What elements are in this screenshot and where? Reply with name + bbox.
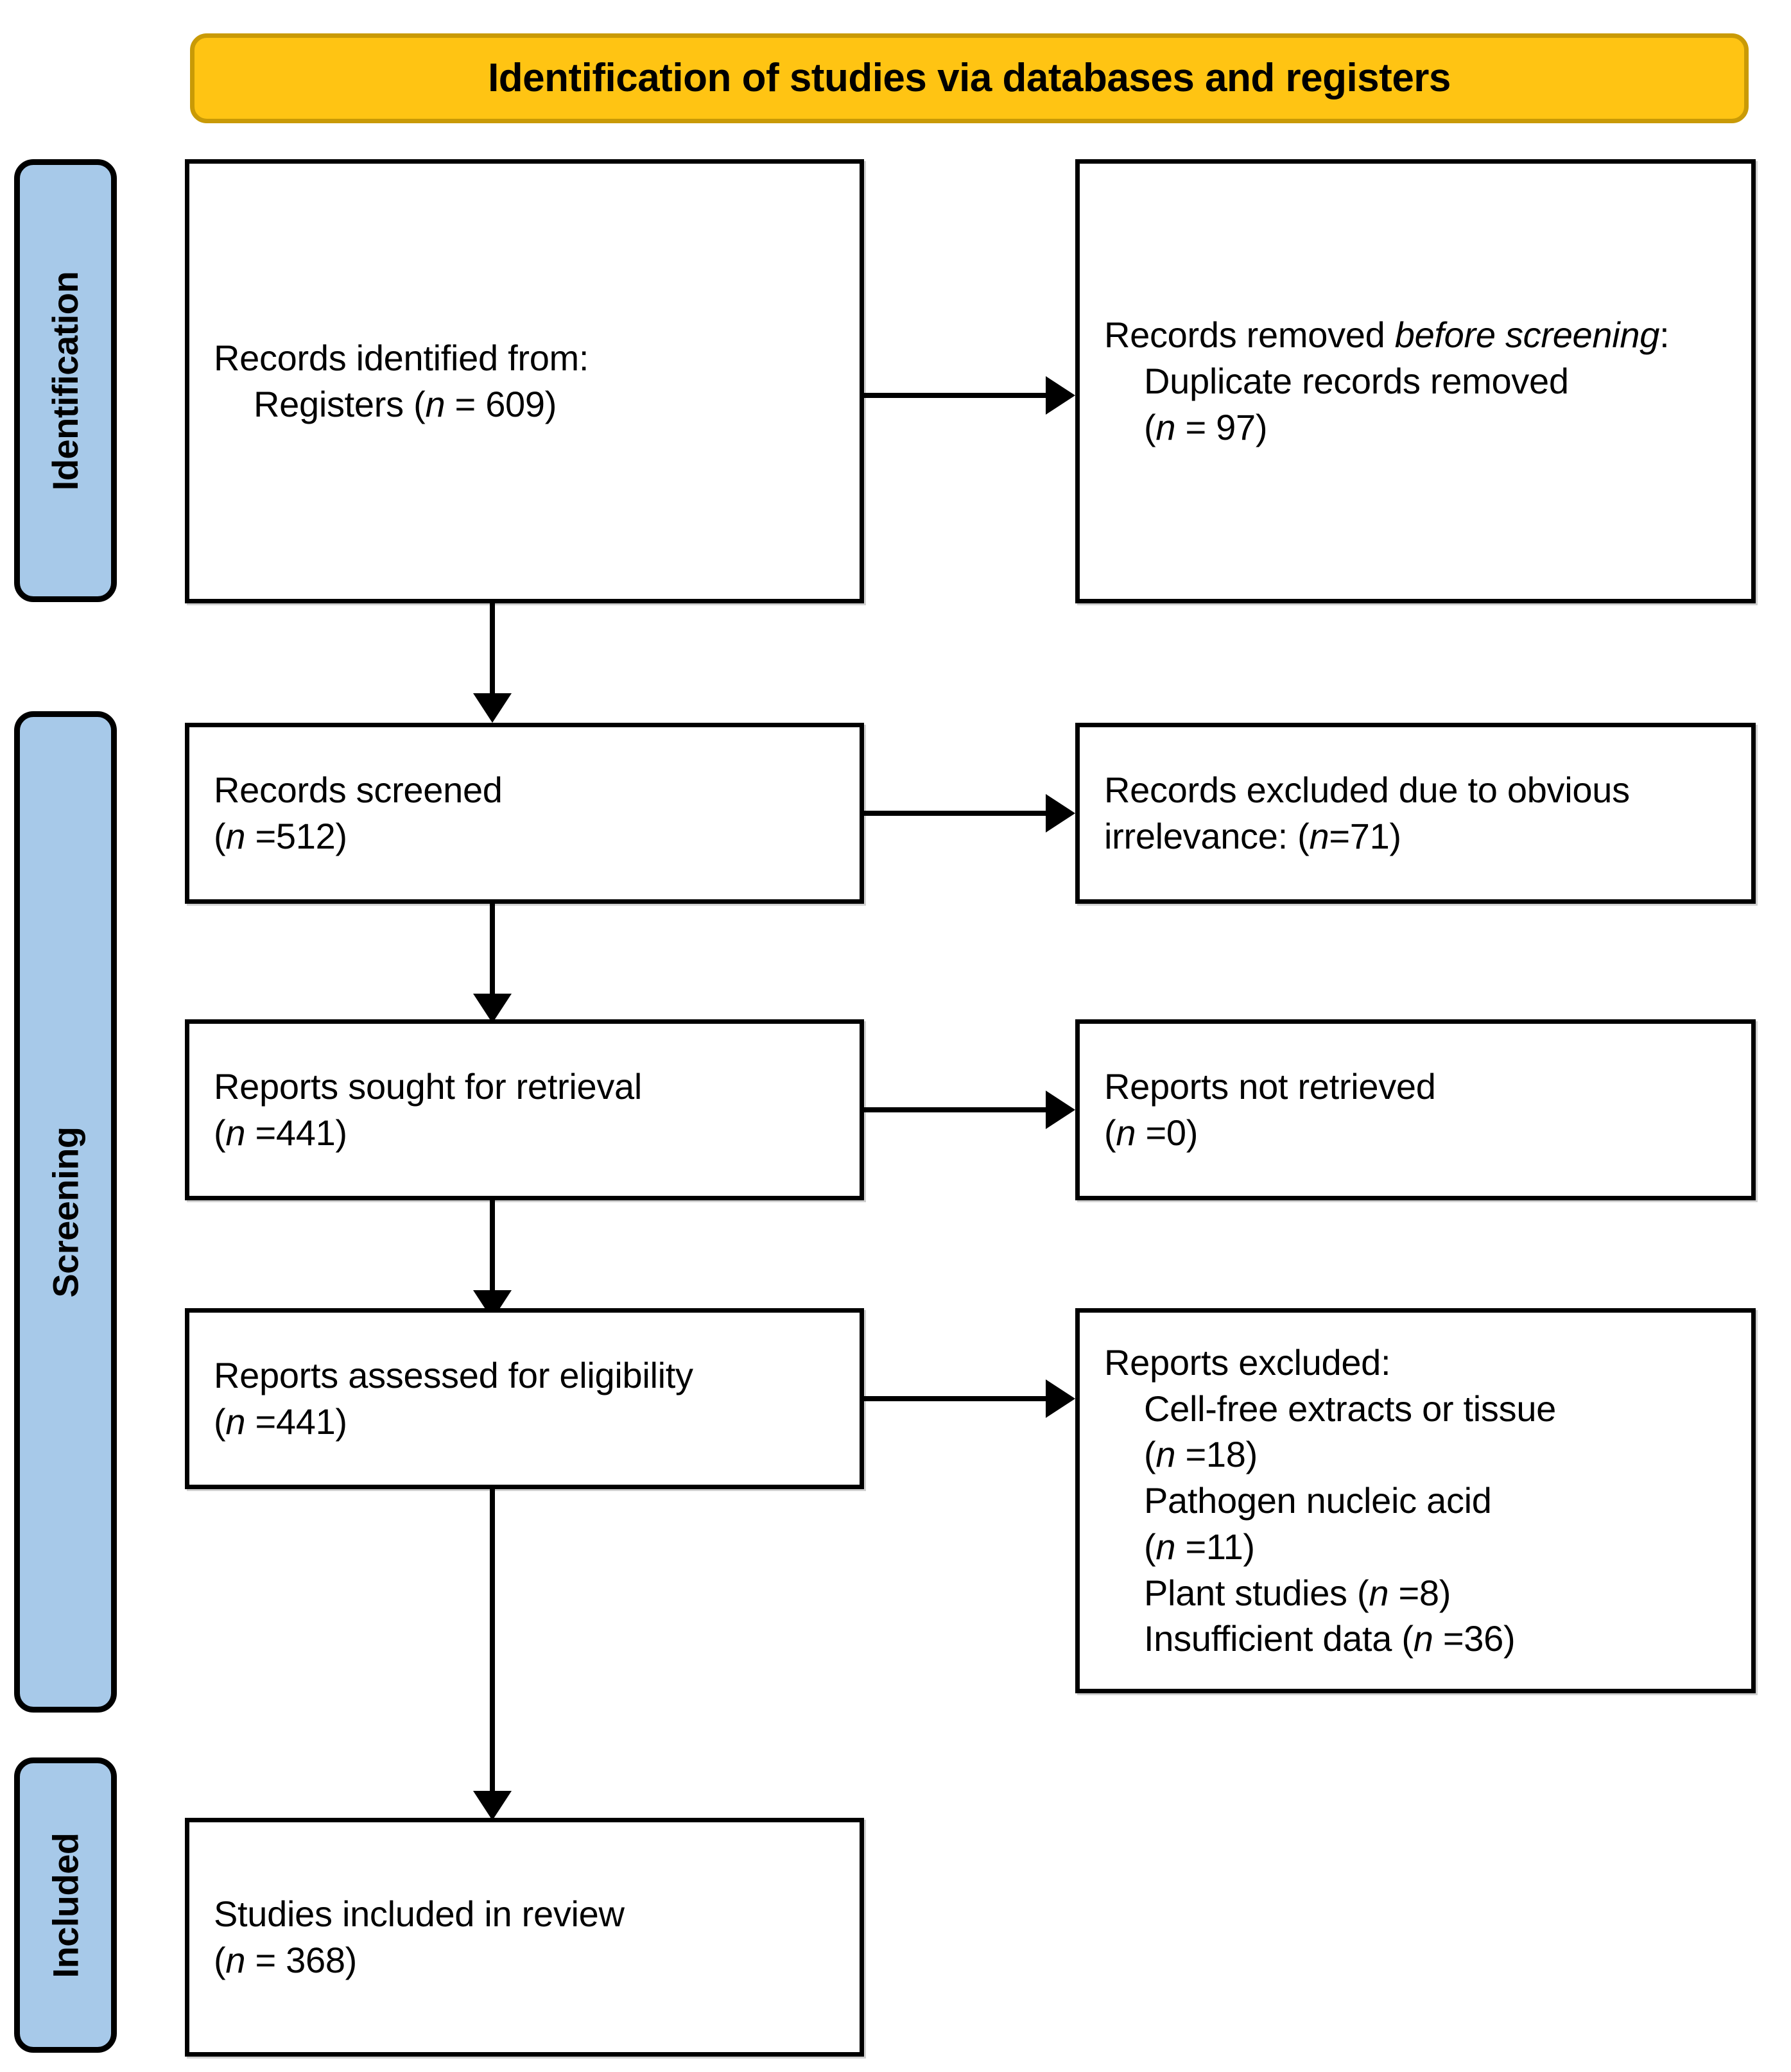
reports-sought-line-2: (n =441) xyxy=(214,1112,347,1153)
connector-sought-to-not-retrieved-arrowhead xyxy=(1046,1091,1075,1129)
records-excluded-line-1: Records excluded due to obvious xyxy=(1104,770,1630,811)
box-reports-assessed: Reports assessed for eligibility (n =441… xyxy=(185,1308,864,1489)
reports-excluded-reason: Insufficient data (n =36) xyxy=(1144,1618,1516,1659)
reports-sought-line-1: Reports sought for retrieval xyxy=(214,1066,643,1107)
diagram-title-text: Identification of studies via databases … xyxy=(488,55,1451,100)
connector-screened-to-sought-arrowhead xyxy=(473,994,512,1023)
box-records-screened: Records screened (n =512) xyxy=(185,723,864,904)
connector-assessed-to-included-arrowhead xyxy=(473,1791,512,1820)
reports-excluded-heading: Reports excluded: xyxy=(1104,1342,1391,1383)
stage-tab-included: Included xyxy=(14,1757,117,2053)
studies-included-line-2: (n = 368) xyxy=(214,1940,358,1980)
connector-assessed-to-excluded-arrowhead xyxy=(1046,1379,1075,1418)
connector-screened-to-excluded-arrowhead xyxy=(1046,794,1075,833)
reports-excluded-reason-count: (n =18) xyxy=(1144,1434,1258,1475)
box-reports-excluded: Reports excluded: Cell-free extracts or … xyxy=(1075,1308,1756,1693)
box-records-excluded: Records excluded due to obvious irreleva… xyxy=(1075,723,1756,904)
reports-assessed-line-1: Reports assessed for eligibility xyxy=(214,1355,693,1396)
records-identified-line-1: Records identified from: xyxy=(214,338,589,379)
reports-excluded-reason: Plant studies (n =8) xyxy=(1144,1572,1451,1613)
connector-screened-to-sought-line xyxy=(490,904,495,1000)
diagram-title-banner: Identification of studies via databases … xyxy=(190,33,1749,123)
records-screened-line-2: (n =512) xyxy=(214,816,347,856)
records-removed-line-2: Duplicate records removed xyxy=(1144,361,1569,402)
box-reports-sought: Reports sought for retrieval (n =441) xyxy=(185,1019,864,1200)
connector-identified-to-screened-arrowhead xyxy=(473,693,512,723)
stage-tab-identification-label: Identification xyxy=(45,271,86,490)
reports-excluded-reason-count: (n =11) xyxy=(1144,1526,1255,1567)
connector-identified-to-screened-line xyxy=(490,603,495,700)
box-records-identified: Records identified from: Registers (n = … xyxy=(185,159,864,603)
connector-sought-to-not-retrieved-line xyxy=(864,1107,1047,1112)
reports-not-retrieved-line-2: (n =0) xyxy=(1104,1112,1198,1153)
connector-identified-to-removed-arrowhead xyxy=(1046,376,1075,415)
studies-included-line-1: Studies included in review xyxy=(214,1894,625,1935)
box-records-removed-before-screening: Records removed before screening: Duplic… xyxy=(1075,159,1756,603)
connector-identified-to-removed-line xyxy=(864,393,1047,398)
stage-tab-included-label: Included xyxy=(45,1832,86,1978)
connector-screened-to-excluded-line xyxy=(864,811,1047,816)
records-removed-line-1: Records removed before screening: xyxy=(1104,315,1670,356)
reports-excluded-reason: Cell-free extracts or tissue xyxy=(1144,1388,1557,1429)
records-removed-line-3: (n = 97) xyxy=(1144,406,1268,447)
stage-tab-screening: Screening xyxy=(14,711,117,1713)
records-screened-line-1: Records screened xyxy=(214,770,503,811)
records-identified-line-2: Registers (n = 609) xyxy=(254,384,557,424)
connector-assessed-to-excluded-line xyxy=(864,1396,1047,1401)
box-reports-not-retrieved: Reports not retrieved (n =0) xyxy=(1075,1019,1756,1200)
reports-assessed-line-2: (n =441) xyxy=(214,1401,347,1442)
stage-tab-identification: Identification xyxy=(14,159,117,602)
connector-sought-to-assessed-line xyxy=(490,1200,495,1297)
connector-assessed-to-included-line xyxy=(490,1489,495,1797)
box-studies-included: Studies included in review (n = 368) xyxy=(185,1818,864,2057)
reports-not-retrieved-line-1: Reports not retrieved xyxy=(1104,1066,1436,1107)
stage-tab-screening-label: Screening xyxy=(45,1126,86,1298)
records-excluded-line-2: irrelevance: (n=71) xyxy=(1104,816,1401,856)
reports-excluded-reason: Pathogen nucleic acid xyxy=(1144,1480,1492,1521)
